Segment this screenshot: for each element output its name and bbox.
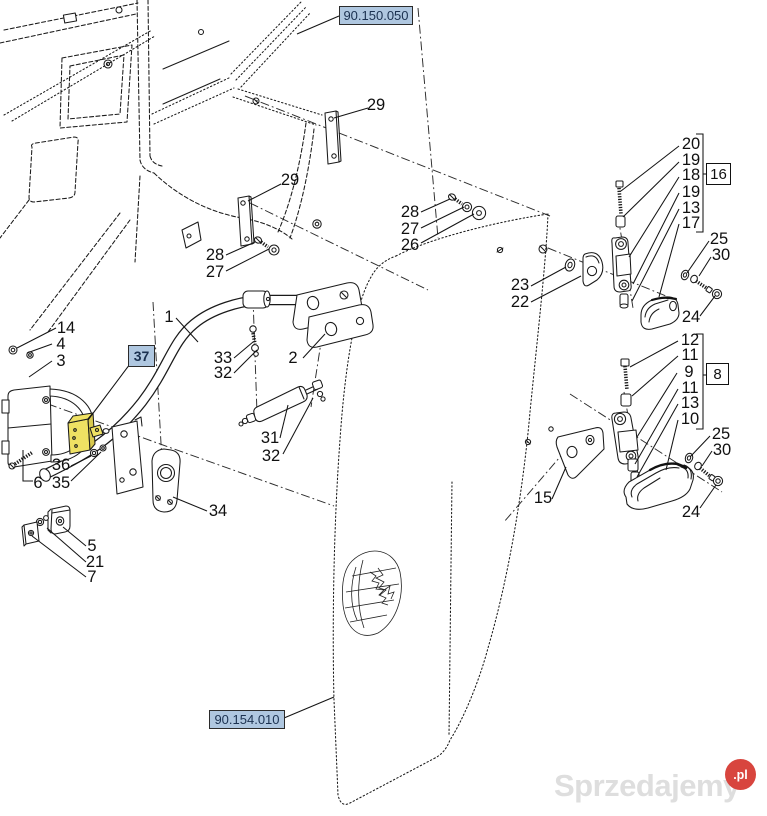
callout-33: 33 xyxy=(214,349,232,367)
callout-32-a: 32 xyxy=(214,364,232,382)
callout-32-b: 32 xyxy=(262,447,280,465)
watermark-text: Sprzedajemy xyxy=(554,768,740,803)
callout-13-lower: 13 xyxy=(681,394,699,412)
upper-hinge-group xyxy=(564,180,723,330)
callout-11-a: 11 xyxy=(681,346,698,364)
callout-7: 7 xyxy=(87,568,96,586)
callout-35: 35 xyxy=(52,474,70,492)
callout-numbers: 29 29 28 27 28 27 26 20 19 18 19 13 17 2… xyxy=(33,96,731,586)
callout-18: 18 xyxy=(682,166,700,184)
callout-21: 21 xyxy=(86,553,104,571)
callout-36: 36 xyxy=(52,456,70,474)
callout-1: 1 xyxy=(164,308,173,326)
group-label-16: 16 xyxy=(706,163,731,185)
callout-11-b: 11 xyxy=(681,379,698,397)
handle-bar-group xyxy=(39,282,374,482)
cab-frame-art xyxy=(0,0,323,333)
callout-29-top: 29 xyxy=(367,96,385,114)
callout-27-right: 27 xyxy=(401,220,419,238)
callout-26: 26 xyxy=(401,236,419,254)
callout-9: 9 xyxy=(684,363,693,381)
callout-29-mid: 29 xyxy=(281,171,299,189)
door-latch-group xyxy=(1,345,181,547)
callout-30-upper: 30 xyxy=(712,246,730,264)
callout-10: 10 xyxy=(681,410,699,428)
callout-20: 20 xyxy=(682,135,700,153)
callout-19-a: 19 xyxy=(682,151,700,169)
callout-12: 12 xyxy=(681,331,699,349)
brackets-29-group xyxy=(237,110,487,256)
callout-31: 31 xyxy=(261,429,279,447)
leader-lines xyxy=(16,15,717,719)
callout-6: 6 xyxy=(33,474,42,492)
watermark-pl-badge: .pl xyxy=(725,759,756,790)
callout-4: 4 xyxy=(56,335,65,353)
door-outline-art xyxy=(332,213,554,805)
callout-25-lower: 25 xyxy=(712,425,730,443)
callout-23: 23 xyxy=(511,276,529,294)
callout-15: 15 xyxy=(534,489,552,507)
watermark: Sprzedajemy .pl xyxy=(552,756,764,808)
callout-34: 34 xyxy=(209,502,227,520)
callout-28-left: 28 xyxy=(206,246,224,264)
callout-3: 3 xyxy=(56,352,65,370)
callout-24-upper: 24 xyxy=(682,308,700,326)
callout-27-left: 27 xyxy=(206,263,224,281)
callout-30-lower: 30 xyxy=(713,441,731,459)
callout-25-upper: 25 xyxy=(710,230,728,248)
callout-19-b: 19 xyxy=(682,183,700,201)
callout-5: 5 xyxy=(87,537,96,555)
callout-13-upper: 13 xyxy=(682,199,700,217)
ref-label-top: 90.150.050 xyxy=(339,6,413,25)
highlighted-part-37-label: 37 xyxy=(128,345,155,367)
ref-label-bottom: 90.154.010 xyxy=(209,710,285,729)
callout-2: 2 xyxy=(288,349,297,367)
callout-28-right: 28 xyxy=(401,203,419,221)
callout-17: 17 xyxy=(682,214,700,232)
callout-22: 22 xyxy=(511,293,529,311)
group-label-8: 8 xyxy=(706,363,729,385)
callout-14: 14 xyxy=(57,319,75,337)
lower-hinge-group xyxy=(555,358,724,510)
callout-24-lower: 24 xyxy=(682,503,700,521)
